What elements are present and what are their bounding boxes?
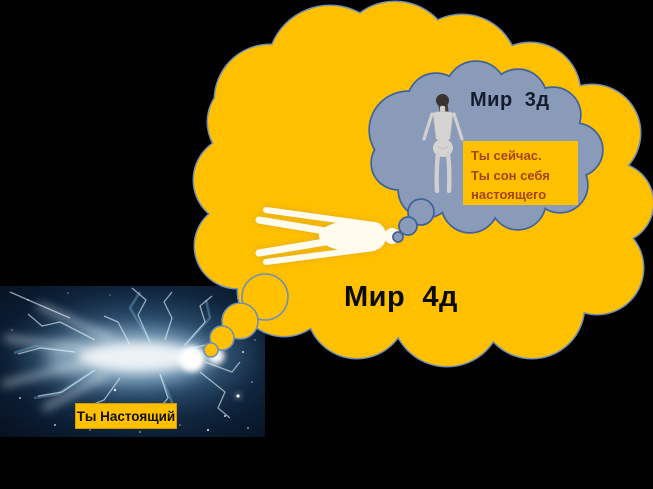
you-real-label: Ты Настоящий xyxy=(75,403,177,429)
woman-3d-model xyxy=(422,94,464,194)
stars xyxy=(11,287,256,433)
golden-astral-figure xyxy=(255,207,400,265)
you-now-label: Ты сейчас. Ты сон себя настоящего xyxy=(463,141,578,205)
woman-head-hair xyxy=(436,94,449,107)
energy-being-image xyxy=(0,286,265,437)
thought-bubbles-to-astral-figure xyxy=(392,198,435,243)
world-3d-title: Мир 3д xyxy=(470,89,550,111)
energy-being-head-glow xyxy=(179,346,205,372)
world-4d-title: Мир 4д xyxy=(344,281,458,313)
thought-bubbles-to-energy-being xyxy=(203,273,289,358)
